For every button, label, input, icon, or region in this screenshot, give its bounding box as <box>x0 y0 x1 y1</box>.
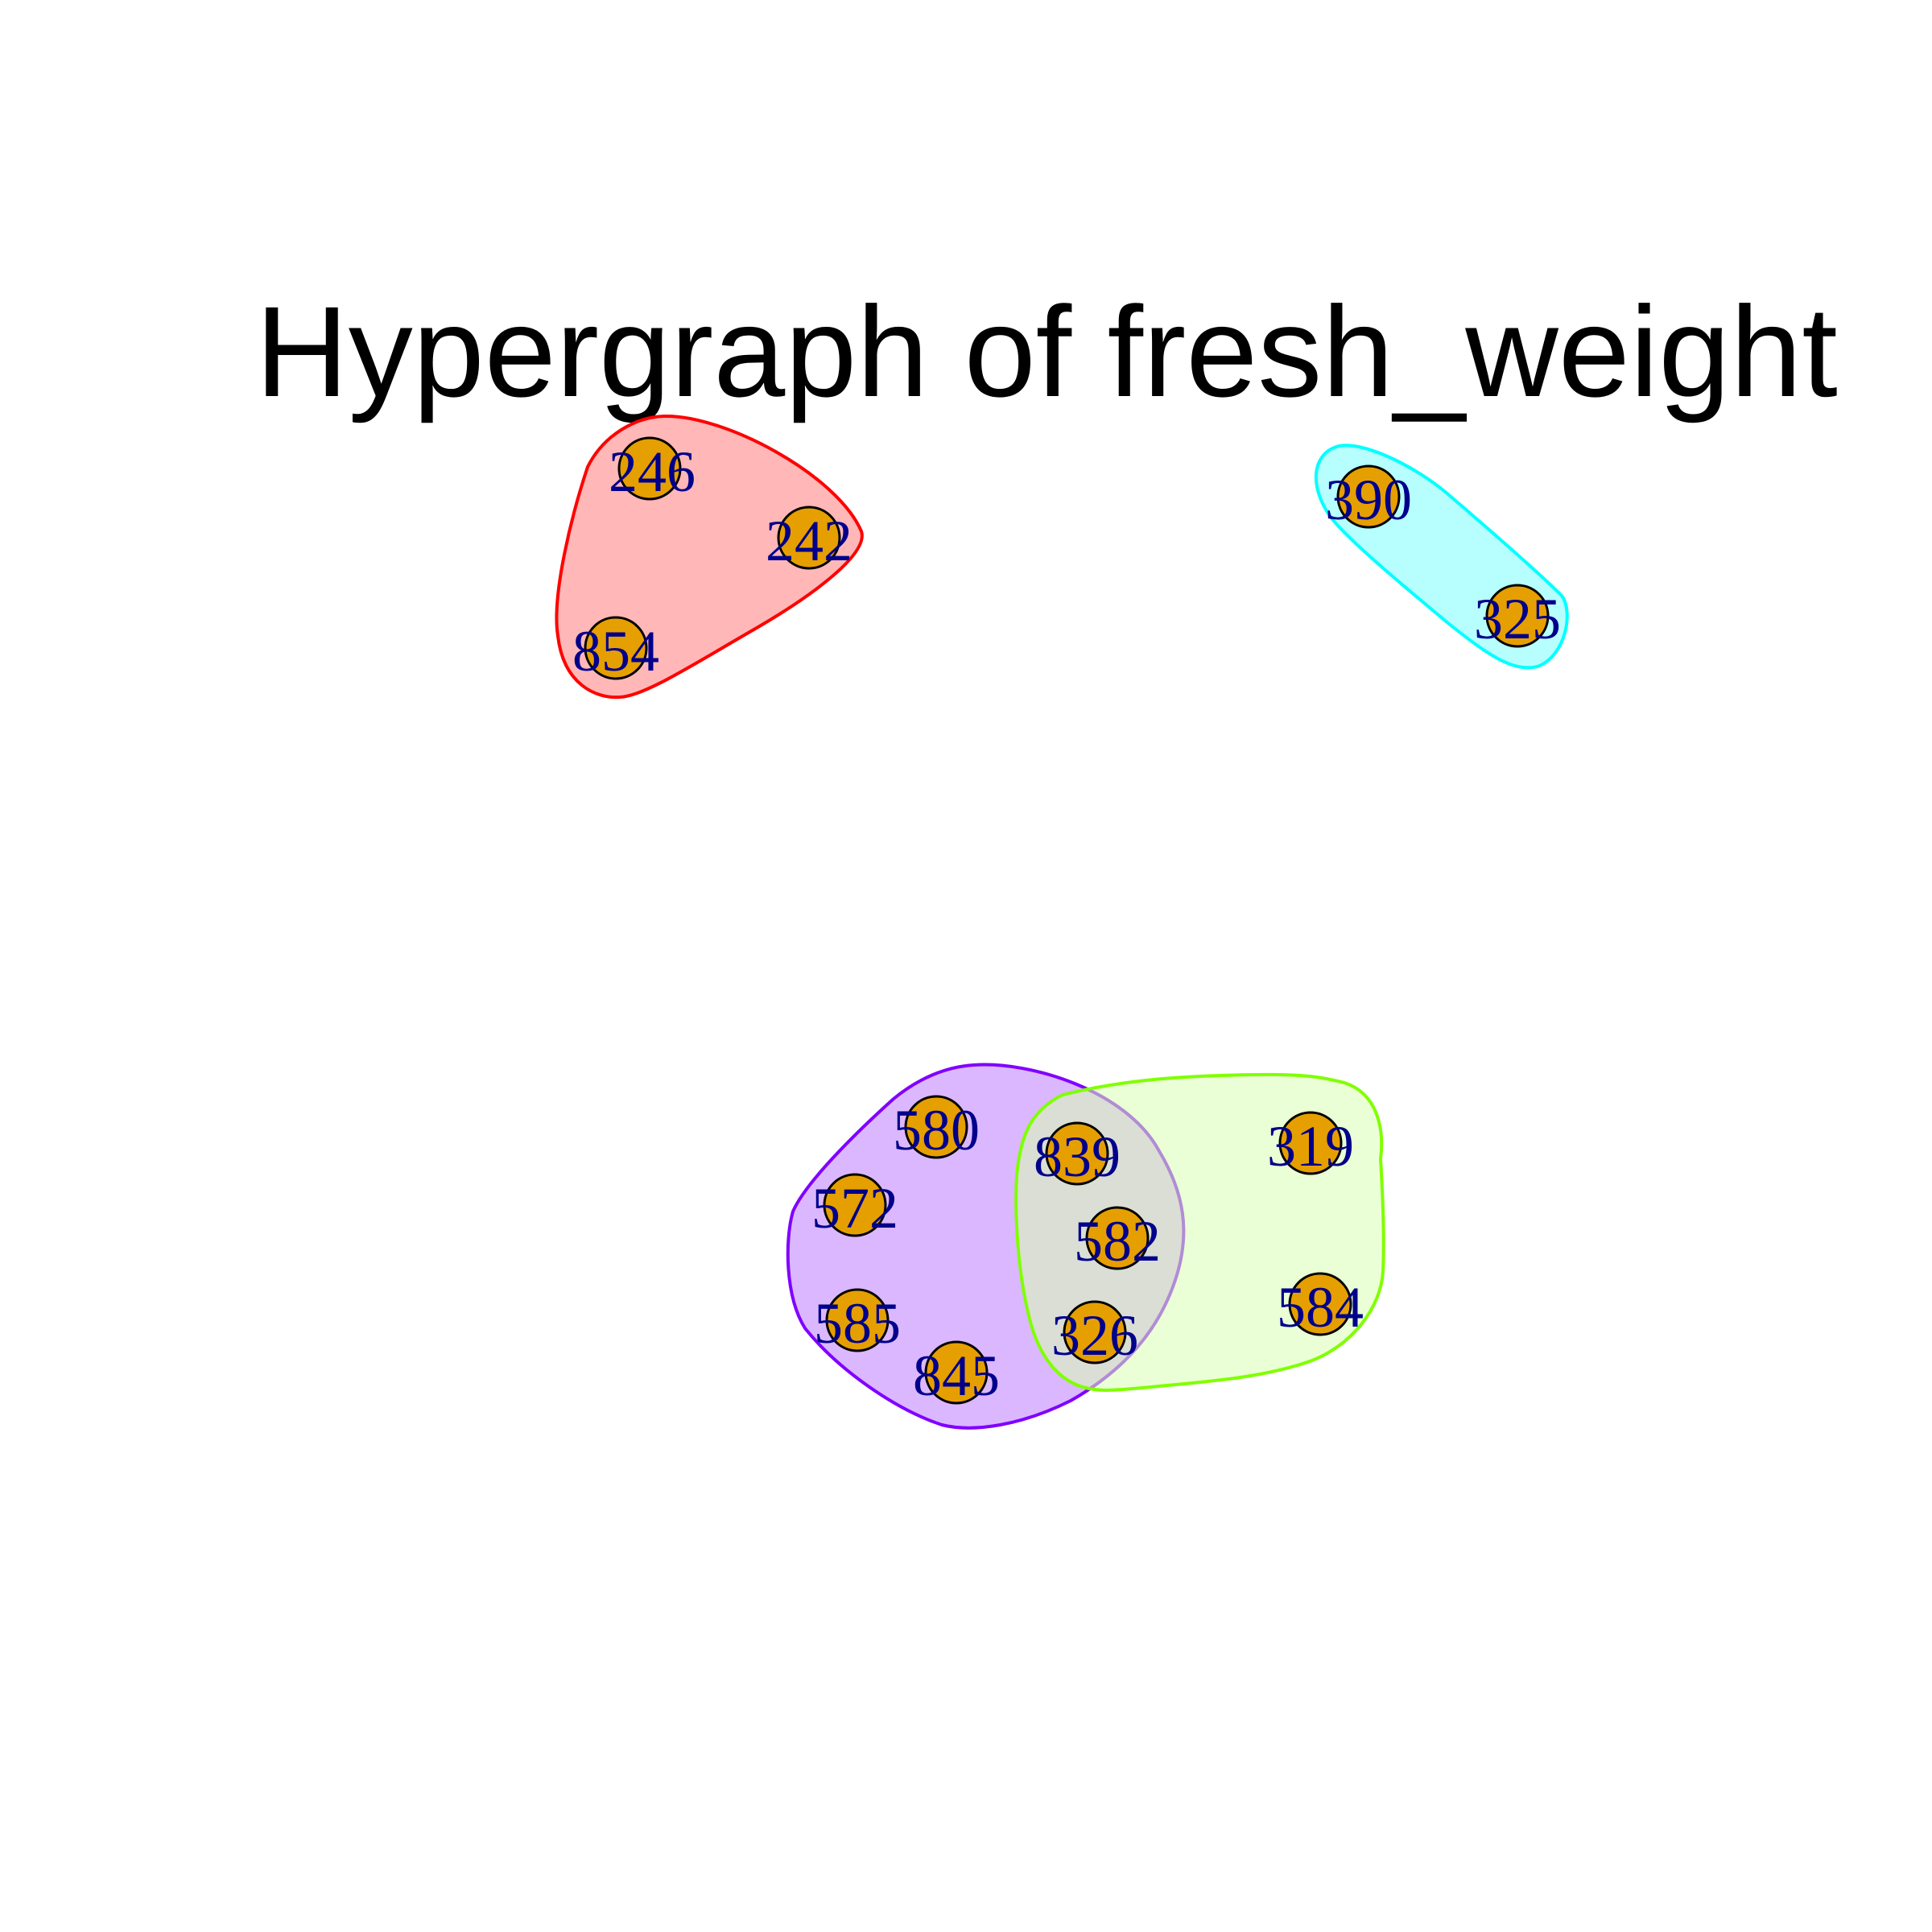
vertex-circle <box>823 1173 887 1237</box>
vertex[interactable]: 582 <box>1074 1206 1161 1274</box>
vertex[interactable]: 319 <box>1267 1111 1354 1179</box>
vertices: 246 242 854 390 325 580 572 585 845 839 … <box>572 436 1561 1408</box>
vertex-circle <box>1045 1121 1109 1186</box>
vertex-circle <box>1278 1111 1343 1175</box>
vertex[interactable]: 390 <box>1325 464 1412 532</box>
vertex-label: 326 <box>1051 1303 1138 1368</box>
vertex-circle <box>1063 1300 1127 1364</box>
vertex[interactable]: 845 <box>913 1340 1000 1408</box>
vertex-label: 585 <box>814 1291 901 1356</box>
vertex-circle <box>924 1340 989 1405</box>
vertex-circle <box>584 616 648 680</box>
vertex-label: 839 <box>1034 1125 1121 1189</box>
vertex-circle <box>777 506 841 570</box>
vertex-circle <box>904 1095 968 1159</box>
vertex[interactable]: 580 <box>893 1095 980 1162</box>
vertex-label: 845 <box>913 1344 1000 1408</box>
vertex-label: 246 <box>609 440 696 504</box>
vertex-label: 242 <box>766 509 852 573</box>
vertex-circle <box>825 1288 890 1352</box>
vertex[interactable]: 839 <box>1034 1121 1121 1189</box>
vertex-label: 390 <box>1325 468 1412 532</box>
vertex-label: 325 <box>1474 587 1561 651</box>
vertex[interactable]: 246 <box>609 436 696 504</box>
vertex[interactable]: 572 <box>811 1173 898 1241</box>
vertex-label: 584 <box>1277 1275 1364 1340</box>
vertex[interactable]: 585 <box>814 1288 901 1356</box>
vertex[interactable]: 854 <box>572 616 659 683</box>
vertex-circle <box>617 436 682 501</box>
vertex-label: 319 <box>1267 1114 1354 1179</box>
vertex-label: 854 <box>572 619 659 683</box>
vertex[interactable]: 325 <box>1474 584 1561 651</box>
vertex-circle <box>1085 1206 1150 1270</box>
vertex[interactable]: 326 <box>1051 1300 1138 1368</box>
vertex-circle <box>1485 584 1550 648</box>
vertex-circle <box>1288 1272 1352 1336</box>
vertex-label: 572 <box>811 1176 898 1241</box>
chart-title: Hypergraph of fresh_weight <box>255 279 1838 423</box>
vertex-circle <box>1336 464 1401 529</box>
vertex[interactable]: 584 <box>1277 1272 1364 1340</box>
vertex-label: 580 <box>893 1098 980 1162</box>
vertex[interactable]: 242 <box>766 506 852 573</box>
hyperedges <box>555 414 1569 1430</box>
vertex-label: 582 <box>1074 1209 1161 1274</box>
